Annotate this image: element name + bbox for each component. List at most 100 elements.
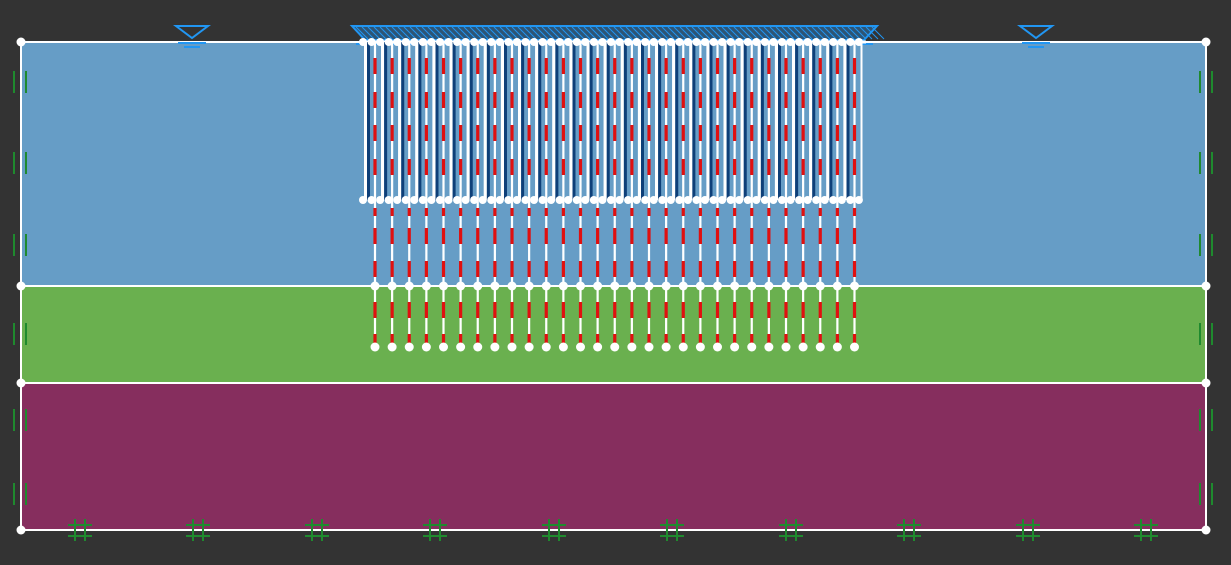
node [683,196,692,204]
load-hatch [817,26,831,40]
node [435,38,444,46]
pile[interactable] [843,42,863,200]
node [490,281,500,291]
pile-core [846,42,850,200]
node [610,281,620,291]
load-hatch [493,26,507,40]
node [393,38,402,46]
load-hatch [727,26,741,40]
node [803,38,812,46]
pile-edge [569,42,573,200]
load-hatch [607,26,621,40]
load-hatch [589,26,603,40]
pile-core [692,42,696,200]
node [367,38,376,46]
bottom-fixity-icon [1016,519,1040,541]
load-hatch [673,26,687,40]
pile-edge [364,42,367,200]
soil-layer-bottom[interactable] [21,383,1206,530]
node [760,196,769,204]
load-hatch [685,26,699,40]
load-hatch [421,26,435,40]
node [769,38,778,46]
node [538,196,547,204]
node [837,38,846,46]
node [683,38,692,46]
node [410,196,419,204]
node [666,196,675,204]
node [803,196,812,204]
pile-core [675,42,679,200]
water-table-icon[interactable] [173,25,211,48]
node [387,342,397,352]
node [786,196,795,204]
load-hatch [553,26,567,40]
load-hatch [451,26,465,40]
load-hatch [829,26,843,40]
node [359,196,367,204]
node [709,38,718,46]
load-hatch [661,26,675,40]
pile-edge [723,42,727,200]
bottom-fixity-icon [68,519,92,541]
node [726,196,735,204]
node [649,196,658,204]
node [547,196,556,204]
node [812,196,821,204]
load-hatch [367,26,381,40]
load-hatch [649,26,663,40]
pile-edge [843,42,847,200]
load-hatch [391,26,405,40]
load-hatch [703,26,717,40]
pile-edge [757,42,761,200]
load-hatch [385,26,399,40]
pile-core [538,42,542,200]
node [359,38,367,46]
pile-edge [655,42,659,200]
node [487,196,496,204]
load-hatch [745,26,759,40]
node [735,38,744,46]
node [524,342,534,352]
pile-edge [398,42,402,200]
bottom-fixity-icon [423,519,447,541]
load-hatch [541,26,555,40]
node [538,38,547,46]
node [644,342,654,352]
pile-core [504,42,507,200]
node [370,342,380,352]
node [795,196,804,204]
load-hatch [427,26,441,40]
load-hatch [637,26,651,40]
node [444,38,453,46]
node [718,196,727,204]
node [558,281,568,291]
load-hatch [619,26,633,40]
pile-edge [432,42,436,200]
load-hatch [853,26,867,40]
bottom-fixity-icon [542,519,566,541]
node [461,38,470,46]
node [401,196,410,204]
node [541,342,551,352]
pile-edge [466,42,470,200]
load-hatch [871,26,885,40]
load-hatch [601,26,615,40]
load-hatch [613,26,627,40]
node [701,196,709,204]
bottom-fixity-icon [660,519,684,541]
boundary-supports [13,71,1213,541]
load-hatch [865,26,879,40]
node [487,38,496,46]
water-table-icon[interactable] [1017,25,1055,48]
load-hatch [631,26,645,40]
pile-core [486,42,490,200]
node [572,38,581,46]
node [777,38,786,46]
pile-edge [535,42,539,200]
pile-anchor-structure [362,40,866,347]
load-hatch [505,26,519,40]
load-hatch [373,26,387,40]
